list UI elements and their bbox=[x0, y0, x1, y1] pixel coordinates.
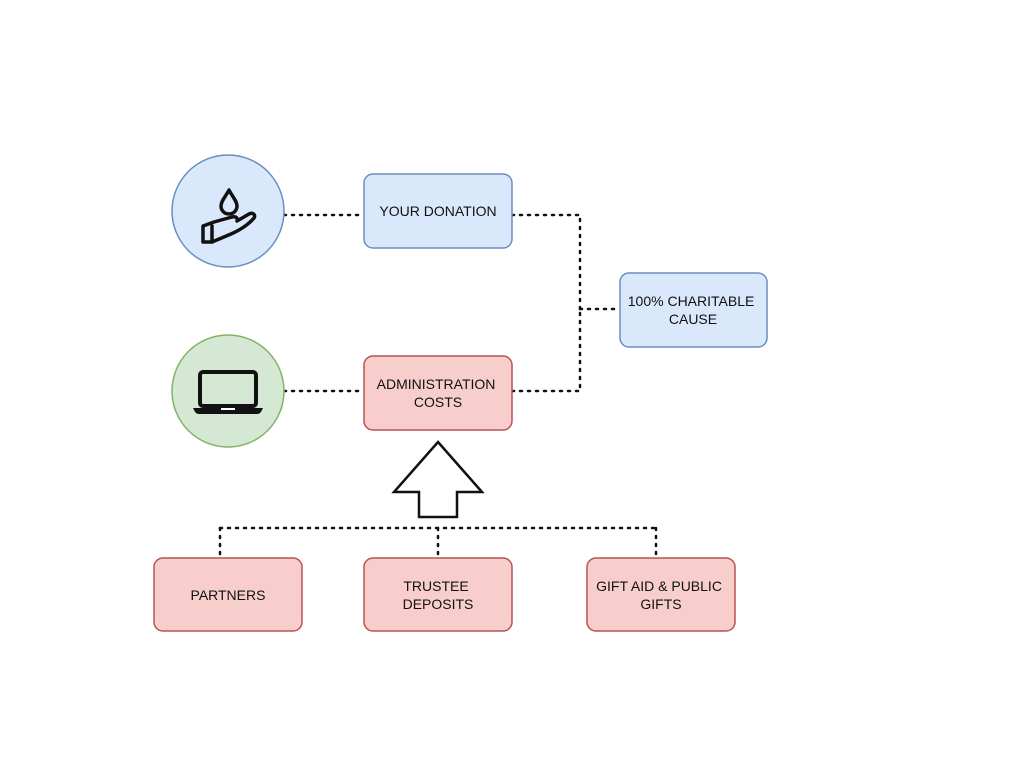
hand-with-drop-icon bbox=[201, 188, 257, 244]
administration-costs-label: ADMINISTRATION COSTS bbox=[377, 376, 500, 410]
trustee-deposits-box: TRUSTEE DEPOSITS bbox=[363, 557, 513, 632]
gift-aid-line-1: GIFT AID & PUBLIC bbox=[596, 578, 722, 594]
charitable-cause-line-2: CAUSE bbox=[669, 311, 717, 327]
partners-box: PARTNERS bbox=[153, 557, 303, 632]
gift-aid-line-2: GIFTS bbox=[640, 596, 681, 612]
up-arrow-icon bbox=[391, 440, 485, 519]
administration-costs-box: ADMINISTRATION COSTS bbox=[363, 355, 513, 431]
connector-donation-to-cause bbox=[510, 213, 582, 311]
charitable-cause-label: 100% CHARITABLE CAUSE bbox=[628, 293, 758, 327]
admin-icon-circle bbox=[171, 334, 285, 448]
donation-icon-circle bbox=[171, 154, 285, 268]
connector-admin-to-cause bbox=[510, 307, 582, 393]
donation-icon-node bbox=[171, 154, 285, 268]
your-donation-box: YOUR DONATION bbox=[363, 173, 513, 249]
charitable-cause-line-1: 100% CHARITABLE bbox=[628, 293, 755, 309]
charitable-cause-box: 100% CHARITABLE CAUSE bbox=[619, 272, 768, 348]
gift-aid-box: GIFT AID & PUBLIC GIFTS bbox=[586, 557, 736, 632]
administration-costs-line-1: ADMINISTRATION bbox=[377, 376, 496, 392]
trustee-deposits-line-1: TRUSTEE bbox=[403, 578, 468, 594]
your-donation-label: YOUR DONATION bbox=[379, 203, 496, 219]
trustee-deposits-label: TRUSTEE DEPOSITS bbox=[403, 578, 474, 612]
admin-icon-node bbox=[171, 334, 285, 448]
your-donation-line-1: YOUR DONATION bbox=[379, 203, 496, 219]
partners-label: PARTNERS bbox=[191, 587, 266, 603]
trustee-deposits-line-2: DEPOSITS bbox=[403, 596, 474, 612]
partners-line-1: PARTNERS bbox=[191, 587, 266, 603]
connectors bbox=[218, 213, 658, 560]
administration-costs-line-2: COSTS bbox=[414, 394, 462, 410]
laptop-icon bbox=[193, 370, 263, 414]
gift-aid-label: GIFT AID & PUBLIC GIFTS bbox=[596, 578, 726, 612]
